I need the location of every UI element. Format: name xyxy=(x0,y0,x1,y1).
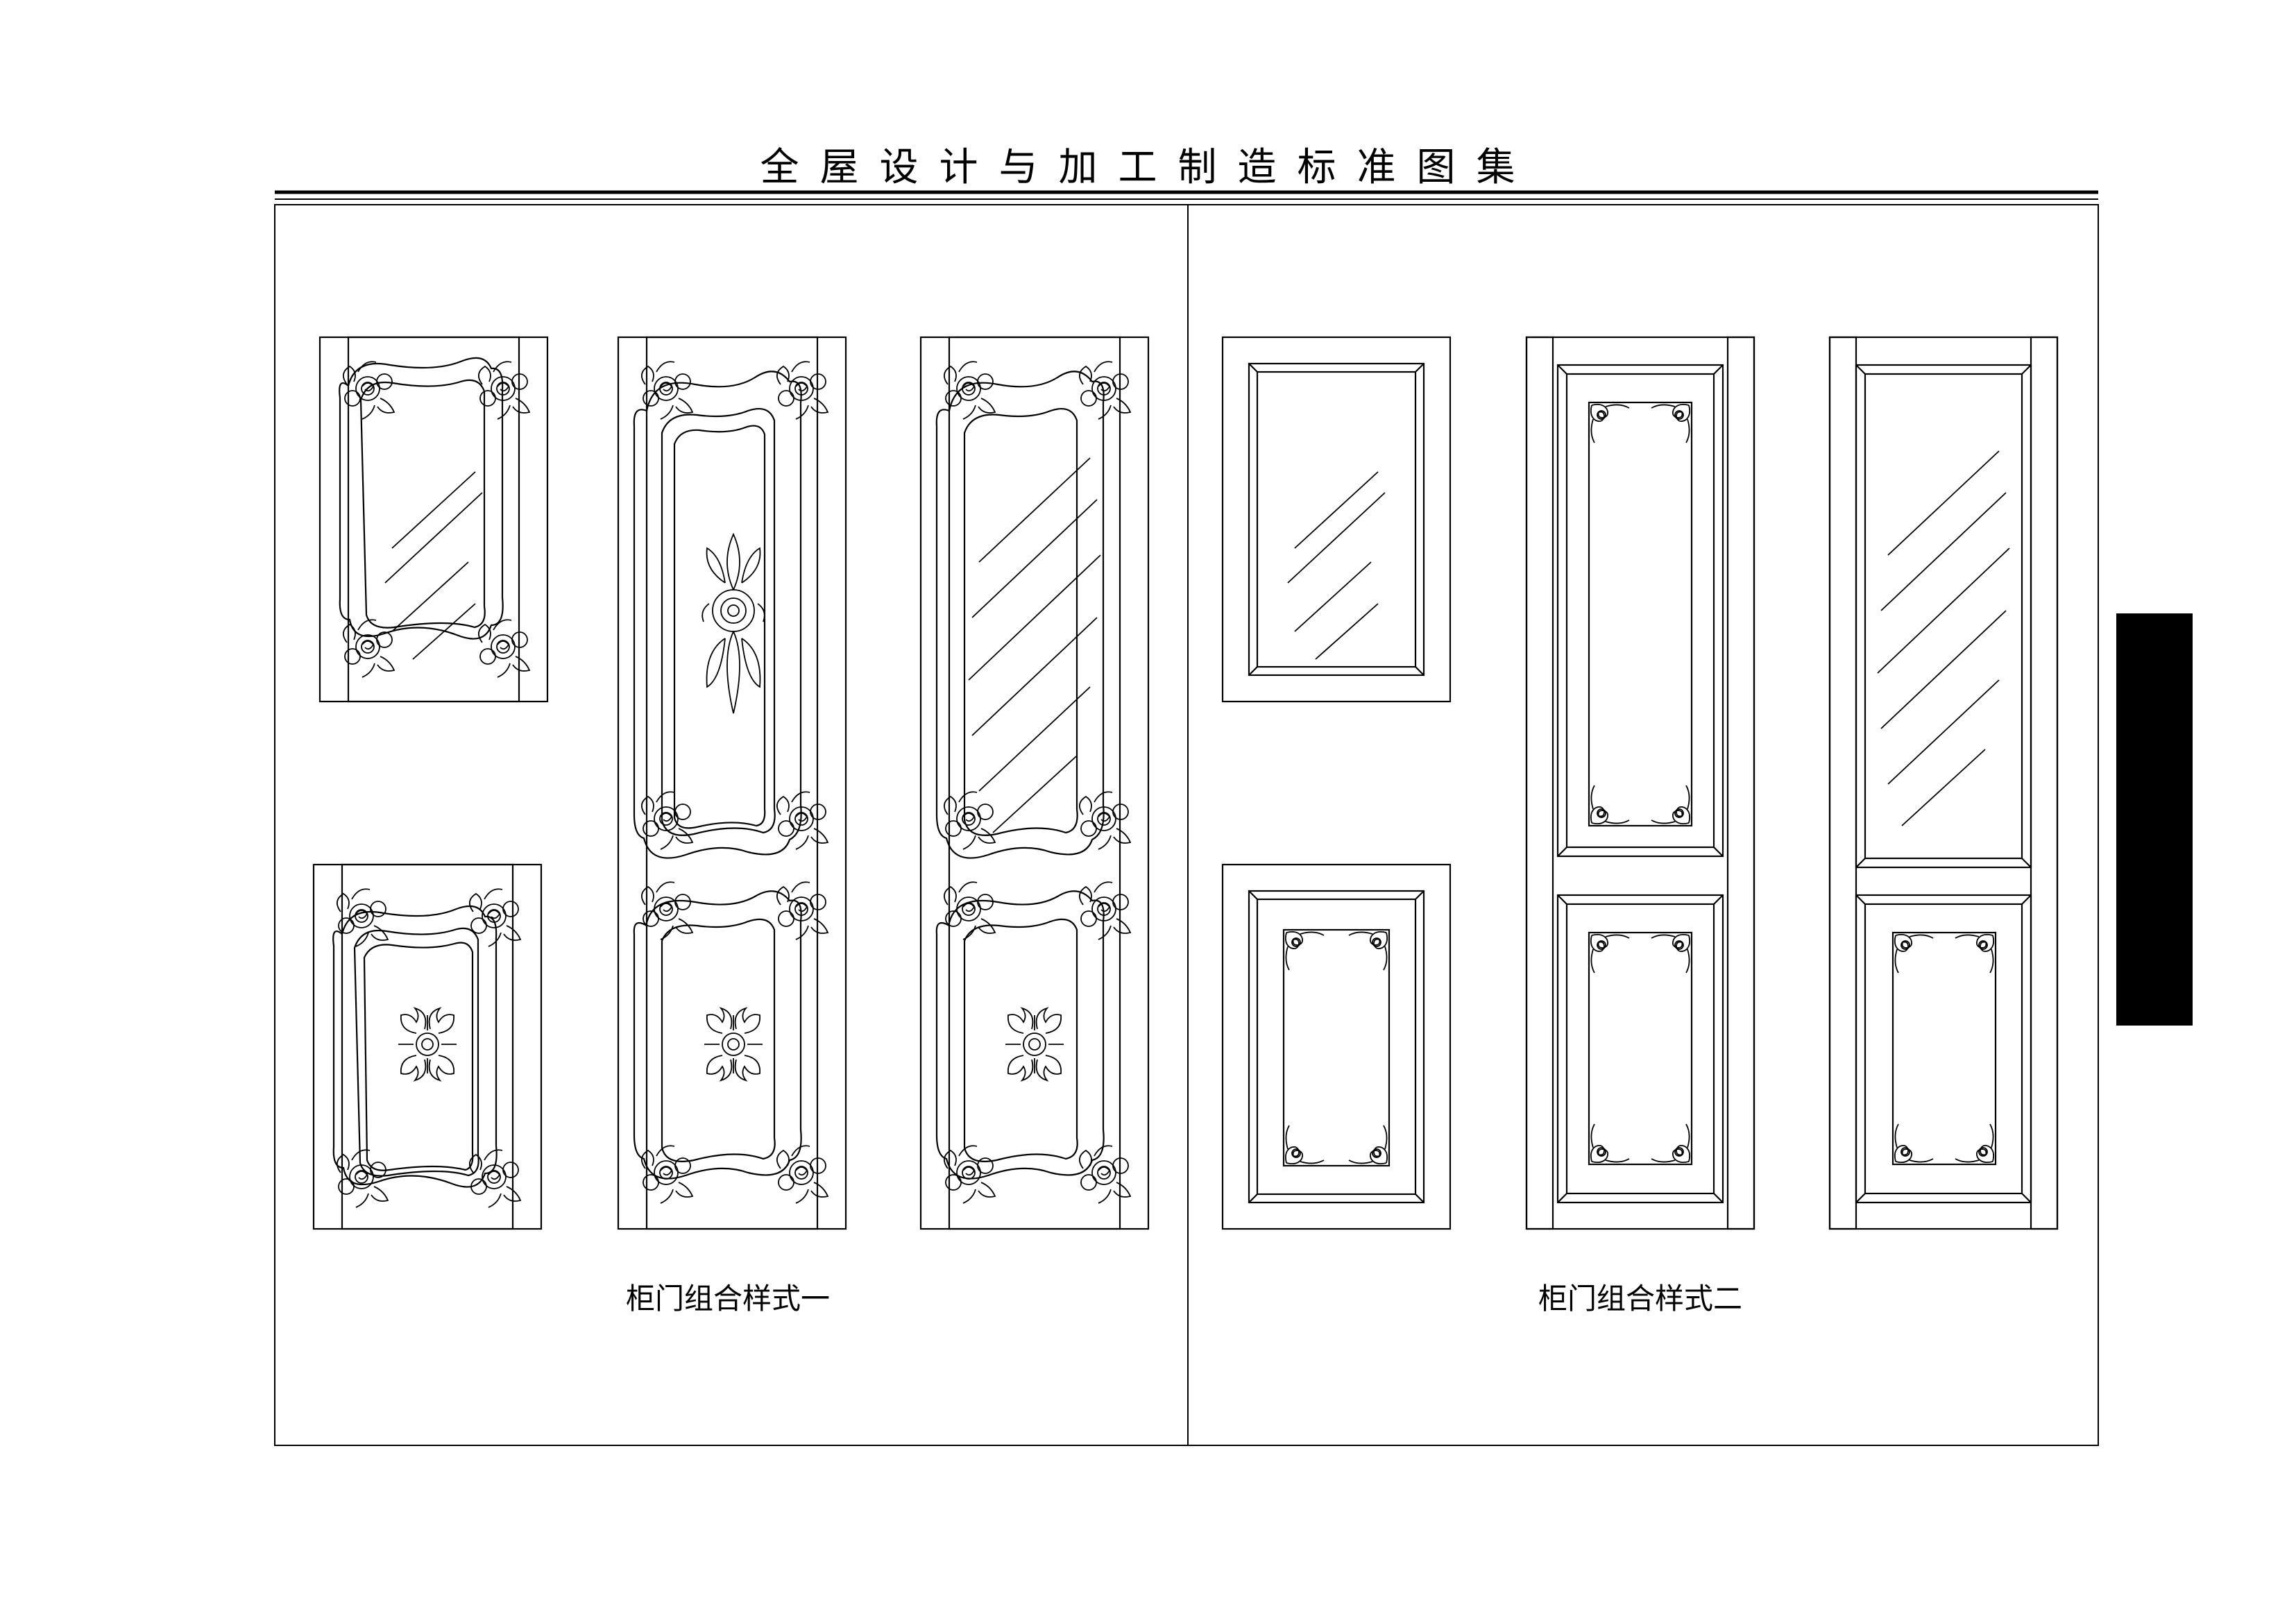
sheet-frame xyxy=(274,204,2099,1446)
door-2b xyxy=(1221,863,1452,1230)
door-1a xyxy=(318,336,549,703)
door-1b xyxy=(312,863,543,1230)
door-1d xyxy=(919,336,1150,1230)
group-2-caption: 柜门组合样式二 xyxy=(1538,1282,1742,1316)
door-1c xyxy=(617,336,847,1230)
door-2a xyxy=(1221,336,1452,703)
door-2c xyxy=(1525,336,1755,1230)
side-tab-marker xyxy=(2116,613,2193,1026)
page-title: 全屋设计与加工制造标准图集 xyxy=(760,145,1536,190)
door-2d xyxy=(1828,336,2059,1230)
group-1-caption: 柜门组合样式一 xyxy=(625,1282,830,1316)
